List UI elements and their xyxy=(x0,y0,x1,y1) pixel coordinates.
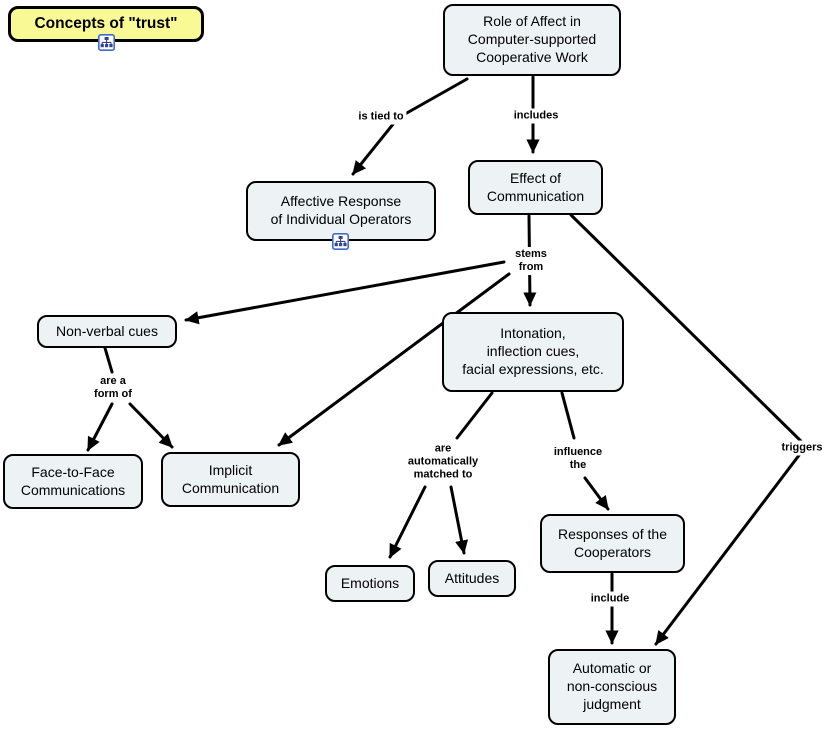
node-role-of-affect[interactable]: Role of Affect in Computer-supported Coo… xyxy=(443,4,621,76)
edge-label-are-a-form-of[interactable]: are a form of xyxy=(91,374,135,402)
arrow-matched-attitudes xyxy=(449,485,469,555)
stem-are-automatically xyxy=(455,391,494,440)
node-responses-of-cooperators[interactable]: Responses of the Cooperators xyxy=(540,514,685,573)
edge-label-stems-from[interactable]: stems from xyxy=(512,247,550,275)
arrow-form-of-implicit xyxy=(128,402,174,449)
concept-map-icon[interactable] xyxy=(332,233,349,250)
node-attitudes[interactable]: Attitudes xyxy=(428,560,516,597)
node-implicit-communication[interactable]: Implicit Communication xyxy=(161,452,300,507)
edge-label-influence-the[interactable]: influence the xyxy=(550,445,606,473)
node-non-verbal-cues[interactable]: Non-verbal cues xyxy=(37,315,177,348)
stem-influence xyxy=(560,391,576,440)
concept-map-icon[interactable] xyxy=(98,34,115,51)
node-intonation-cues[interactable]: Intonation, inflection cues, facial expr… xyxy=(442,312,624,392)
node-face-to-face-communications[interactable]: Face-to-Face Communications xyxy=(3,454,143,509)
edge-label-are-automatically-matched-to[interactable]: are automatically matched to xyxy=(404,441,482,483)
arrow-form-of-facetoface xyxy=(86,402,114,452)
arrow-stems-from-nonverbal xyxy=(184,260,506,325)
node-concepts-of-trust[interactable]: Concepts of "trust" xyxy=(8,6,204,42)
node-emotions[interactable]: Emotions xyxy=(325,565,415,602)
arrow-triggers xyxy=(569,213,808,646)
stem-are-a-form-of xyxy=(103,346,114,374)
edge-label-include[interactable]: include xyxy=(587,591,633,607)
node-effect-of-communication[interactable]: Effect of Communication xyxy=(468,160,603,215)
arrow-influence-responses xyxy=(583,476,610,511)
edge-label-triggers[interactable]: triggers xyxy=(778,440,826,456)
edge-label-includes[interactable]: includes xyxy=(510,108,562,124)
node-affective-response[interactable]: Affective Response of Individual Operato… xyxy=(246,181,436,241)
arrow-is-tied-to xyxy=(351,77,469,176)
arrow-stems-from-implicit xyxy=(277,272,511,447)
arrow-matched-emotions xyxy=(388,485,427,559)
edge-label-is-tied-to[interactable]: is tied to xyxy=(355,109,407,125)
node-automatic-judgment[interactable]: Automatic or non-conscious judgment xyxy=(548,649,676,725)
